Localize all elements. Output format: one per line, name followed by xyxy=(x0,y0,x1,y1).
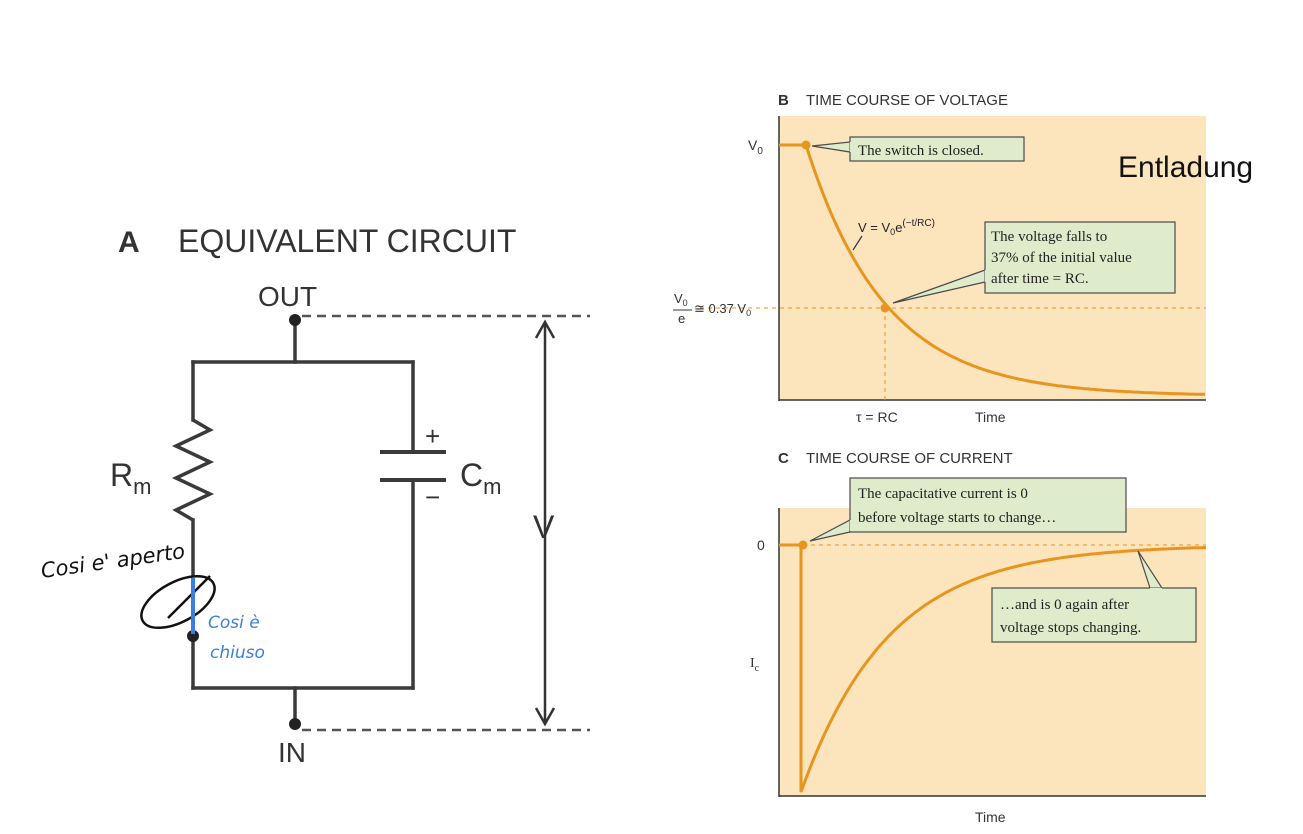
y-tick-zero: 0 xyxy=(757,537,765,553)
panel-b-letter: B xyxy=(778,92,789,109)
circuit-wires xyxy=(191,318,415,724)
out-label: OUT xyxy=(258,281,317,312)
current-curve xyxy=(779,543,1207,793)
panel-c-title: TIME COURSE OF CURRENT xyxy=(806,450,1013,467)
callout-current-before-line1: The capacitative current is 0 xyxy=(858,486,1028,502)
callout-current-after: …and is 0 again after voltage stops chan… xyxy=(991,550,1197,643)
svg-text:≅ 0.37 V0: ≅ 0.37 V0 xyxy=(694,301,751,318)
voltage-label: V xyxy=(533,509,555,545)
panel-b-voltage-plot: B TIME COURSE OF VOLTAGE V0 V0 e ≅ 0.37 … xyxy=(673,92,1253,425)
callout-voltage-falls: The voltage falls to 37% of the initial … xyxy=(892,221,1176,304)
switch-node xyxy=(187,630,199,642)
current-start-marker xyxy=(798,540,808,550)
callout-voltage-falls-line1: The voltage falls to xyxy=(991,229,1107,245)
resistor-symbol xyxy=(171,418,215,522)
callout-voltage-falls-line3: after time = RC. xyxy=(991,271,1089,287)
capacitor-plus: + xyxy=(425,421,440,451)
callout-current-before: The capacitative current is 0 before vol… xyxy=(809,477,1127,542)
in-label: IN xyxy=(278,737,306,768)
resistor-label: Rm xyxy=(110,457,151,499)
panel-c-current-plot: C TIME COURSE OF CURRENT 0 Ic Time The c… xyxy=(750,450,1207,825)
y-tick-v0: V0 xyxy=(748,137,763,157)
out-terminal xyxy=(289,314,301,326)
panel-a-equivalent-circuit: A EQUIVALENT CIRCUIT OUT IN Rm + − Cm xyxy=(39,223,590,768)
callout-current-after-line2: voltage stops changing. xyxy=(1000,620,1141,636)
panel-c-y-label: Ic xyxy=(750,656,760,674)
note-switch-closed-line1: Cosi è xyxy=(208,613,260,633)
formula-pointer xyxy=(852,235,863,251)
callout-switch-closed-text: The switch is closed. xyxy=(858,143,984,159)
voltage-formula: V = V0e(−t/RC) xyxy=(858,218,935,237)
voltage-decay-curve xyxy=(779,143,1206,396)
tau-point-marker xyxy=(880,303,890,313)
switch-closed-annotation: Cosi è chiuso xyxy=(191,578,265,663)
in-terminal xyxy=(289,718,301,730)
note-switch-open: Cosi e' aperto xyxy=(39,539,186,583)
switch-open-annotation: Cosi e' aperto xyxy=(39,539,216,630)
capacitor-label: Cm xyxy=(460,457,501,499)
annotation-entladung: Entladung xyxy=(1118,151,1253,184)
panel-b-title: TIME COURSE OF VOLTAGE xyxy=(806,92,1008,109)
x-tick-tau: τ = RC xyxy=(856,409,898,425)
panel-a-letter: A xyxy=(118,226,140,259)
callout-current-before-line2: before voltage starts to change… xyxy=(858,510,1056,526)
callout-current-after-line1: …and is 0 again after xyxy=(1000,597,1129,613)
panel-b-x-label: Time xyxy=(975,409,1006,425)
svg-text:e: e xyxy=(678,311,685,326)
svg-text:V0: V0 xyxy=(674,291,688,308)
panel-c-letter: C xyxy=(778,450,789,467)
callout-voltage-falls-line2: 37% of the initial value xyxy=(991,250,1132,266)
voltage-arrow xyxy=(534,319,556,727)
capacitor-symbol xyxy=(380,450,446,482)
panel-c-plot-area xyxy=(779,508,1206,796)
capacitor-minus: − xyxy=(425,482,440,512)
voltage-reference-lines xyxy=(302,314,590,732)
y-tick-v0-over-e: V0 e ≅ 0.37 V0 xyxy=(673,291,751,326)
switch-point-marker xyxy=(801,140,811,150)
panel-a-title: EQUIVALENT CIRCUIT xyxy=(178,223,516,259)
callout-switch-closed: The switch is closed. xyxy=(811,136,1025,162)
panel-c-x-label: Time xyxy=(975,809,1006,825)
note-switch-closed-line2: chiuso xyxy=(210,643,265,663)
